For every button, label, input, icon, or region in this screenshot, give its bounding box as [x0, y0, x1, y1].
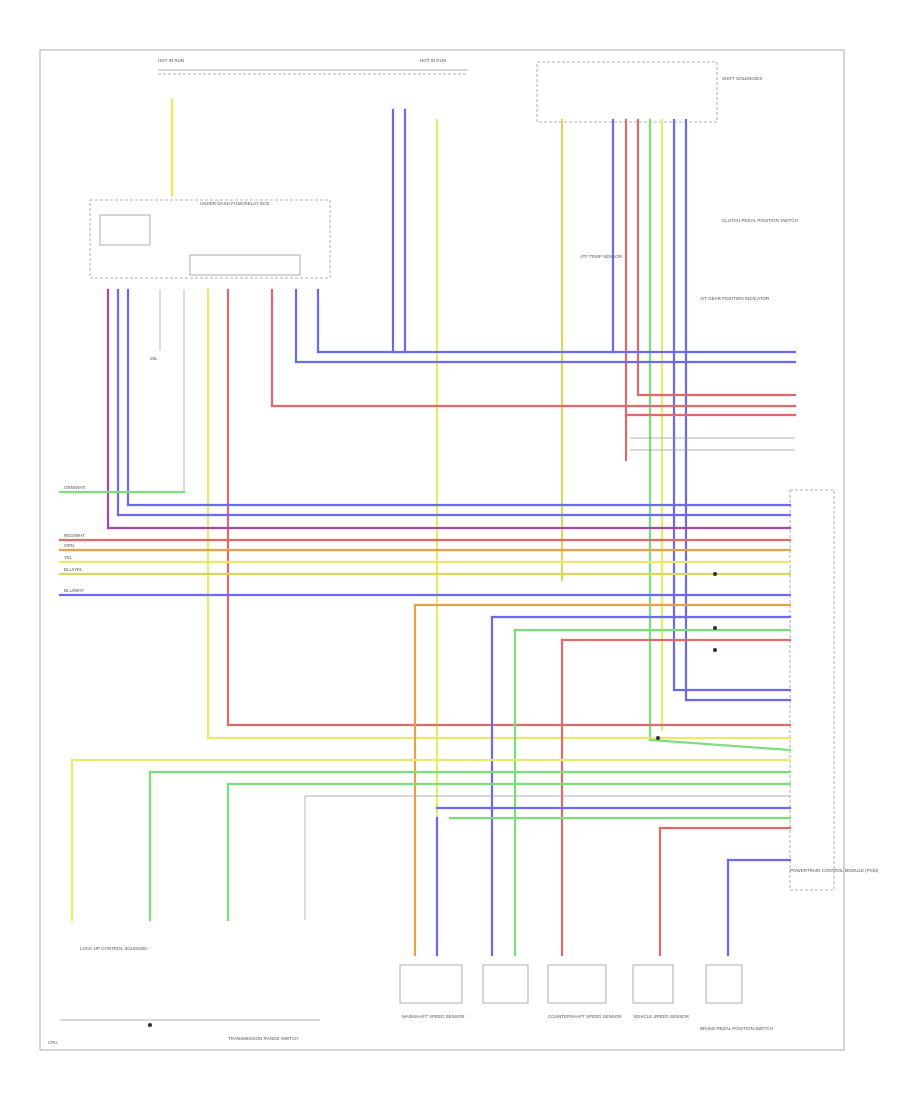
left-wire-label-3: YEL [64, 555, 73, 560]
mil-label: MIL [150, 356, 158, 361]
pcm-label: POWERTRAIN CONTROL MODULE (PCM) [790, 868, 879, 873]
relay-element [189, 254, 301, 276]
mainshaft-speed-sensor [399, 964, 463, 1004]
trans-range-switch-label: TRANSMISSION RANGE SWITCH [228, 1036, 299, 1041]
left-wire-label-1: RED/WHT [64, 533, 85, 538]
upper-right-wires [270, 350, 797, 451]
bottom-components [60, 964, 743, 1021]
a-t-gear-label: A/T GEAR POSITION INDICATOR [700, 296, 770, 301]
left-wire-label-4: BLU/YEL [64, 567, 83, 572]
underdash-fuse-box-label: UNDER-DASH FUSE/RELAY BOX [200, 201, 270, 206]
fuse-element [99, 214, 151, 246]
brake-switch-box [705, 964, 743, 1004]
pcm-connector-block [789, 489, 835, 891]
vehicle-speed-sensor [632, 964, 674, 1004]
hot-in-run-label-2: HOT IN RUN [420, 58, 446, 63]
atf-temp-sensor-box [482, 964, 529, 1004]
vss-label: VEHICLE SPEED SENSOR [633, 1014, 690, 1019]
main-horizontal-bundle [58, 490, 792, 597]
left-wire-label-0: GRN/WHT [64, 485, 86, 490]
shift-solenoid-box [536, 61, 718, 123]
cpp-switch-label: CLUTCH PEDAL POSITION SWITCH [722, 218, 798, 223]
atf-sensor-label: ATF TEMP SENSOR [580, 254, 623, 259]
left-wire-label-2: ORN [64, 543, 74, 548]
lower-horizontal-wires [70, 758, 792, 957]
left-wire-label-5: BLU/WHT [64, 588, 85, 593]
diagram-border [39, 49, 845, 1051]
lock-up-label: LOCK-UP CONTROL SOLENOID [80, 946, 148, 951]
footer-code: CPU [48, 1040, 58, 1045]
junction-dots [148, 572, 717, 1027]
countershaft-speed-sensor [547, 964, 607, 1004]
fusebox-drop-wires [106, 288, 320, 740]
underdash-fuse-box [89, 199, 331, 279]
brake-switch-label: BRAKE PEDAL POSITION SWITCH [700, 1026, 773, 1031]
mainshaft-sensor-label: MAINSHAFT SPEED SENSOR [402, 1014, 465, 1019]
shift-solenoids-label: SHIFT SOLENOIDS [722, 76, 762, 81]
countershaft-sensor-label: COUNTERSHAFT SPEED SENSOR [548, 1014, 622, 1019]
middle-pcm-wires [206, 603, 792, 957]
hot-in-run-label-1: HOT IN RUN [158, 58, 184, 63]
